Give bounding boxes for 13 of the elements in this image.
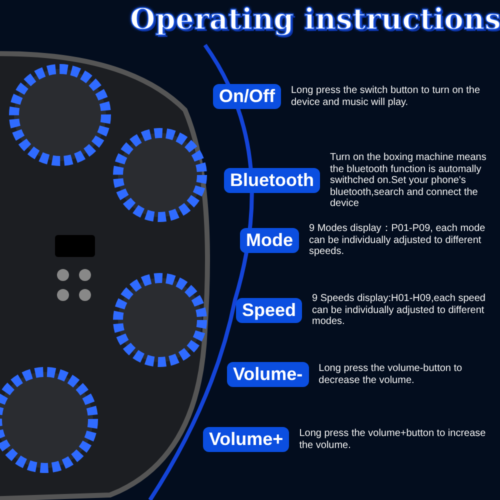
function-tag: Speed	[236, 298, 302, 323]
function-tag: Bluetooth	[224, 168, 320, 194]
description-text: 9 Modes display：P01-P09, each mode can be individually adjusted to different speeds.	[309, 223, 486, 258]
function-tag: On/Off	[213, 84, 281, 109]
description-text: 9 Speeds display:H01-H09,each speed can be individually adjusted to different modes.	[312, 293, 486, 328]
description-text: Long press the volume-button to decrease the volume.	[318, 363, 464, 386]
function-tag: Volume+	[203, 427, 290, 452]
description-text: Turn on the boxing machine means the bluetooth function is automally swithched on.Set your phone's bluetooth,search and connect the device	[330, 152, 488, 210]
description-text: Long press the volume+button to increase the volume.	[299, 428, 487, 451]
title: Operating instructions	[130, 2, 500, 36]
function-tag: Mode	[240, 228, 299, 253]
function-tag: Volume-	[227, 362, 309, 387]
description-text: Long press the switch button to turn on the device and music will play.	[291, 85, 482, 108]
